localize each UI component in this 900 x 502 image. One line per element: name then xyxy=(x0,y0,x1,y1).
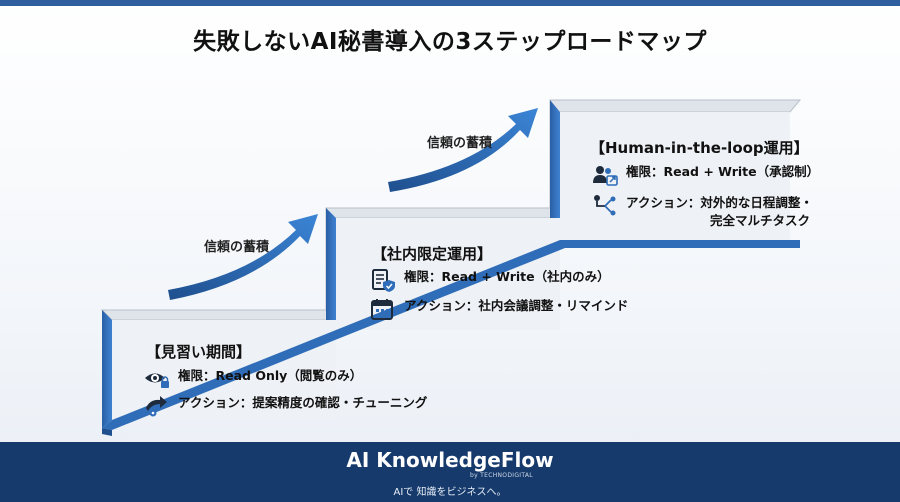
step-2-permission-text: 権限：Read + Write（社内のみ） xyxy=(404,269,610,284)
arrow-label-2: 信頼の蓄積 xyxy=(427,136,493,151)
growth-arrow-2 xyxy=(388,108,538,192)
step-2-permission: 権限：Read + Write（社内のみ） xyxy=(370,268,610,292)
step-1-title: 【見習い期間】 xyxy=(146,343,252,361)
step-face-1 xyxy=(112,320,336,420)
footer-bar: AI KnowledgeFlow by TECHNODIGITAL AIで 知識… xyxy=(0,442,900,502)
step-3-permission: 権限：Read + Write（承認制） xyxy=(592,163,819,187)
growth-arrow-1 xyxy=(168,214,318,300)
arrow-label-1: 信頼の蓄積 xyxy=(204,240,270,255)
page-title: 失敗しないAI秘書導入の3ステップロードマップ xyxy=(193,29,707,55)
step-1-action: アクション：提案精度の確認・チューニング xyxy=(144,394,427,418)
step-3-action-text: アクション：対外的な日程調整・完全マルチタスク xyxy=(626,195,813,228)
step-2-action-text: アクション：社内会議調整・リマインド xyxy=(404,298,629,313)
step-2-title: 【社内限定運用】 xyxy=(372,245,493,263)
step-3-title: 【Human-in-the-loop運用】 xyxy=(590,139,809,157)
top-accent-bar xyxy=(0,0,900,6)
brand-logo: AI KnowledgeFlow xyxy=(346,448,554,472)
users-approve-icon xyxy=(593,166,618,186)
stair-blue-band xyxy=(102,310,112,428)
calendar-icon xyxy=(371,299,393,320)
brand-tagline: AIで 知識をビジネスへ。 xyxy=(393,487,507,498)
workflow-icon xyxy=(594,195,616,216)
step-1-permission-text: 権限：Read Only（閲覧のみ） xyxy=(178,368,363,383)
step-2-action: アクション：社内会議調整・リマインド xyxy=(370,297,628,321)
stair-bottom-edge xyxy=(102,428,112,436)
stair-blue-band-2 xyxy=(326,208,336,330)
arrow-gear-icon xyxy=(146,396,167,417)
step-3-action: アクション：対外的な日程調整・完全マルチタスク xyxy=(592,194,813,230)
step-1-permission: 権限：Read Only（閲覧のみ） xyxy=(144,367,362,391)
step-face-3 xyxy=(560,112,790,240)
brand-byline: by TECHNODIGITAL xyxy=(470,472,533,479)
step-1-action-text: アクション：提案精度の確認・チューニング xyxy=(178,395,428,410)
step-3-permission-text: 権限：Read + Write（承認制） xyxy=(626,164,820,179)
stair-blue-band-3 xyxy=(550,100,560,230)
document-check-icon xyxy=(372,269,395,292)
eye-lock-icon xyxy=(145,373,169,388)
